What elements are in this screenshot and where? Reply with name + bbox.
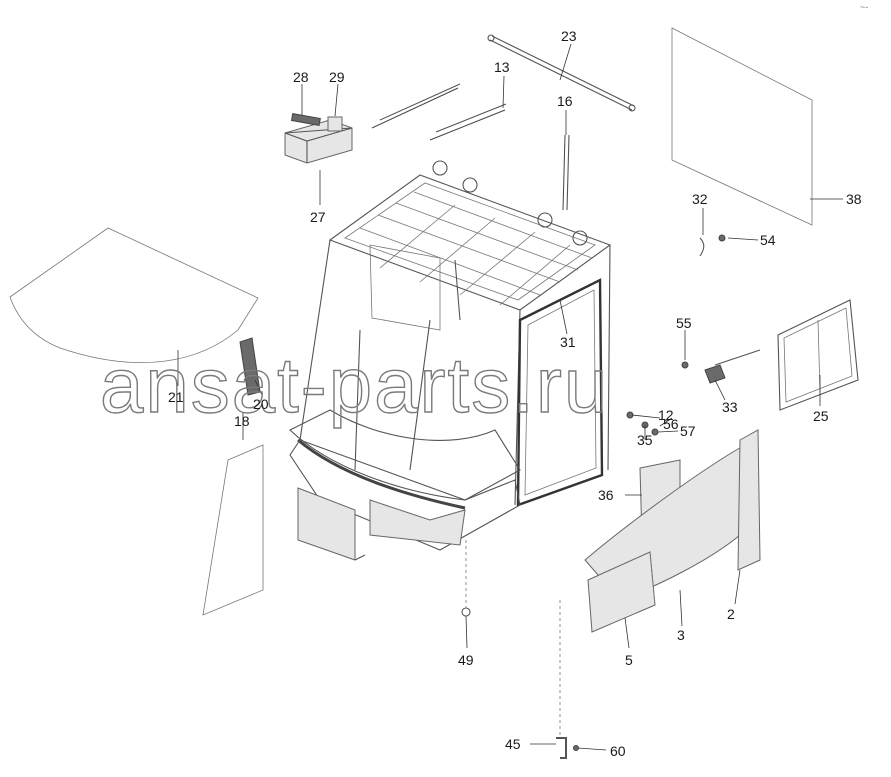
watermark-text: ansat-parts.ru — [100, 341, 609, 429]
callout-35: 35 — [637, 432, 653, 448]
rear-glass-panel — [671, 27, 813, 226]
cab-frame — [289, 160, 612, 561]
corner-mark: ~- — [860, 2, 868, 12]
callout-49: 49 — [458, 652, 474, 668]
callout-55: 55 — [676, 315, 692, 331]
callout-27: 27 — [310, 209, 326, 225]
callout-25: 25 — [813, 408, 829, 424]
callout-21: 21 — [168, 389, 184, 405]
rear-window-frame — [777, 299, 859, 411]
callout-5: 5 — [625, 652, 633, 668]
wiper-blades — [371, 83, 507, 141]
callout-20: 20 — [253, 396, 269, 412]
wiper-arm — [562, 134, 570, 211]
callout-31: 31 — [560, 334, 576, 350]
control-box-assembly — [284, 113, 353, 164]
leader-lines — [177, 43, 843, 751]
side-covers — [584, 429, 761, 633]
callout-13: 13 — [494, 59, 510, 75]
callout-2: 2 — [727, 606, 735, 622]
callout-38: 38 — [846, 191, 862, 207]
callout-3: 3 — [677, 627, 685, 643]
callout-60: 60 — [610, 743, 626, 759]
callout-54: 54 — [760, 232, 776, 248]
callout-56: 56 — [663, 416, 679, 432]
callout-36: 36 — [598, 487, 614, 503]
callout-32: 32 — [692, 191, 708, 207]
callout-12: 12 — [658, 407, 674, 423]
callout-16: 16 — [557, 93, 573, 109]
callout-labels: 2 3 5 12 13 16 18 20 21 23 25 27 28 29 3… — [168, 28, 862, 759]
callout-28: 28 — [293, 69, 309, 85]
callout-29: 29 — [329, 69, 345, 85]
callout-57: 57 — [680, 423, 696, 439]
callout-33: 33 — [722, 399, 738, 415]
callout-23: 23 — [561, 28, 577, 44]
windshield-glass — [9, 227, 259, 363]
callout-45: 45 — [505, 736, 521, 752]
callout-18: 18 — [234, 413, 250, 429]
side-glass — [202, 444, 264, 616]
